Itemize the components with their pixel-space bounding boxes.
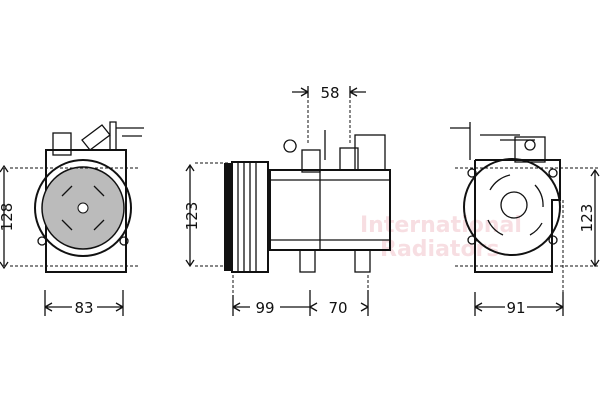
rear-width-dimension: 91: [506, 299, 525, 317]
watermark-logo: International Radiators: [360, 213, 522, 262]
side-view: 123 58 99 70: [183, 84, 391, 317]
side-rear-dimension: 70: [328, 299, 347, 317]
watermark-line1: International: [360, 213, 522, 238]
side-height-dimension: 123: [183, 202, 201, 231]
rear-view: 123 91: [450, 122, 600, 317]
watermark-line2: Radiators: [380, 237, 500, 262]
rear-height-dimension: 123: [578, 204, 596, 233]
front-height-dimension: 128: [0, 203, 16, 232]
side-pulley-dimension: 99: [255, 299, 274, 317]
side-top-offset-dimension: 58: [320, 84, 339, 102]
front-view: 128 83: [0, 121, 144, 317]
front-width-dimension: 83: [74, 299, 93, 317]
